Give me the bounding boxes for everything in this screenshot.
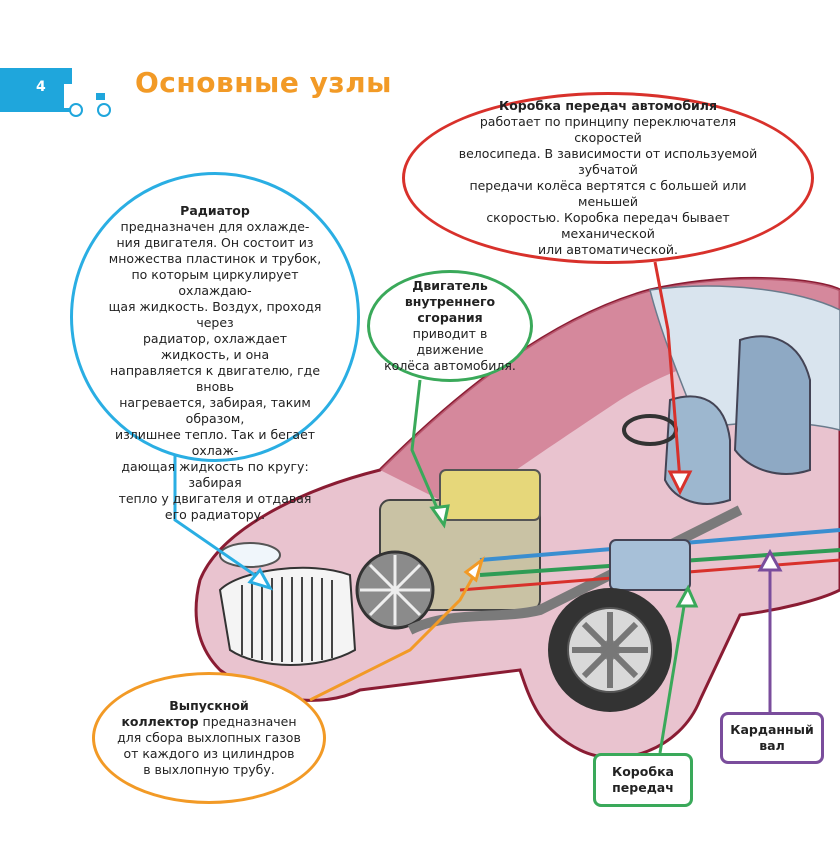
- callout-gearbox-car: Коробка передач автомобиля работает по п…: [402, 92, 814, 264]
- callout-exhaust-text: от каждого из цилиндров: [123, 746, 295, 761]
- callout-driveshaft-text: вал: [759, 738, 785, 753]
- callout-radiator-text: тепло у двигателя и отдавая: [118, 491, 312, 506]
- callout-driveshaft-text: Карданный: [730, 722, 814, 737]
- callout-gearbox-text: Коробка: [612, 764, 674, 779]
- callout-gearbox-car-text: работает по принципу переключателя скоро…: [479, 114, 737, 145]
- page-title: Основные узлы: [135, 66, 392, 99]
- page-number-tab: [0, 68, 72, 112]
- callout-exhaust-line: коллектор предназначен: [121, 714, 296, 730]
- callout-radiator-text: множества пластинок и трубок,: [108, 251, 322, 266]
- callout-gearbox-car-text: скоростью. Коробка передач бывает механи…: [486, 210, 730, 241]
- callout-radiator-text: дающая жидкость по кругу: забирая: [121, 459, 309, 490]
- callout-radiator-text: нагревается, забирая, таким образом,: [119, 395, 311, 426]
- callout-exhaust-title: Выпускной: [169, 698, 249, 713]
- callout-exhaust-text: в выхлопную трубу.: [143, 762, 275, 777]
- callout-engine-title: внутреннего сгорания: [404, 294, 496, 325]
- callout-radiator-text: излишнее тепло. Так и бегает охлаж-: [114, 427, 316, 458]
- callout-radiator-text: предназначен для охлажде-: [120, 219, 310, 234]
- callout-radiator-text: щая жидкость. Воздух, проходя через: [108, 299, 322, 330]
- callout-gearbox-car-title: Коробка передач автомобиля: [499, 98, 717, 113]
- callout-gearbox-car-text: передачи колёса вертятся с большей или м…: [469, 178, 747, 209]
- callout-radiator-text: радиатор, охлаждает жидкость, и она: [142, 331, 288, 362]
- callout-radiator-title: Радиатор: [180, 203, 250, 218]
- callout-radiator: Радиатор предназначен для охлажде- ния д…: [70, 172, 360, 522]
- callout-engine: Двигатель внутреннего сгорания приводит …: [367, 270, 533, 382]
- callout-engine-title: Двигатель: [412, 278, 488, 293]
- callout-engine-text: приводит в движение: [412, 326, 488, 357]
- page-number: 4: [36, 79, 46, 95]
- callout-exhaust-title: коллектор: [121, 714, 199, 729]
- callout-gearbox-car-text: или автоматической.: [538, 242, 678, 257]
- callout-exhaust-text: предназначен: [198, 714, 297, 729]
- callout-radiator-text: по которым циркулирует охлаждаю-: [131, 267, 299, 298]
- callout-gearbox: Коробка передач: [593, 753, 693, 807]
- callout-radiator-text: направляется к двигателю, где вновь: [109, 363, 321, 394]
- callout-gearbox-car-text: велосипеда. В зависимости от используемо…: [458, 146, 758, 177]
- callout-exhaust-manifold: Выпускной коллектор предназначен для сбо…: [92, 672, 326, 804]
- callout-radiator-text: его радиатору.: [164, 507, 266, 522]
- callout-exhaust-text: для сбора выхлопных газов: [117, 730, 301, 745]
- callout-radiator-text: ния двигателя. Он состоит из: [116, 235, 314, 250]
- car-cutaway-illustration: [194, 276, 840, 760]
- callout-engine-text: колёса автомобиля.: [384, 358, 516, 373]
- callout-gearbox-text: передач: [612, 780, 674, 795]
- truck-icon: [64, 84, 112, 117]
- callout-driveshaft: Карданный вал: [720, 712, 824, 764]
